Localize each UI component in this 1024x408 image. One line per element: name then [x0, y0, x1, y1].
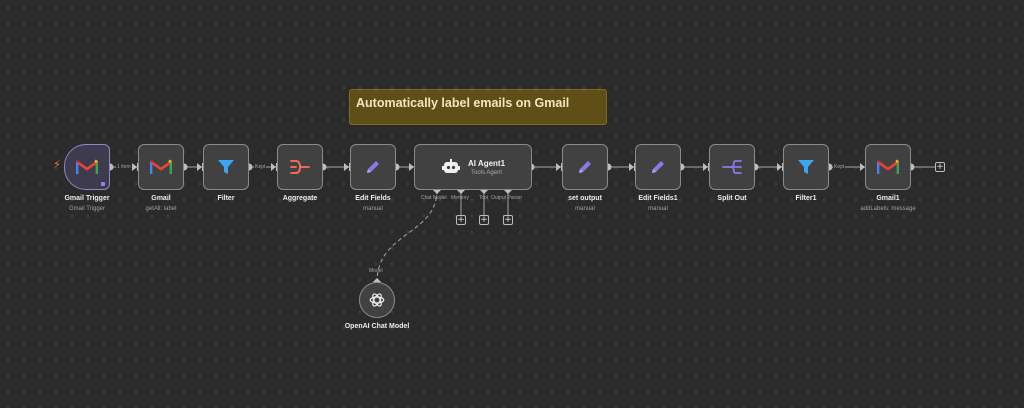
node-split-out-title: Split Out: [717, 195, 747, 202]
filter-icon: [798, 160, 814, 174]
node-gmail-title: Gmail: [151, 195, 171, 202]
connection-model-agent: [376, 189, 438, 283]
aggregate-icon: [290, 160, 310, 174]
node-aggregate-title: Aggregate: [282, 195, 318, 202]
node-edit-fields[interactable]: [350, 144, 396, 190]
node-gmail1-subtitle: addLabels: message: [860, 206, 916, 212]
node-gmail-trigger-title: Gmail Trigger: [64, 195, 110, 202]
port-label-memory: Memory: [451, 195, 470, 201]
sticky-note[interactable]: Automatically label emails on Gmail: [349, 89, 607, 125]
sticky-note-text: Automatically label emails on Gmail: [356, 96, 570, 110]
robot-icon: [442, 158, 460, 173]
node-filter1[interactable]: [783, 144, 829, 190]
gmail-icon: [76, 159, 98, 174]
sub-node-port-label: Model: [369, 268, 383, 274]
connection-label-kept: Kept: [254, 164, 267, 170]
add-memory-button[interactable]: +: [456, 215, 466, 225]
node-gmail-trigger[interactable]: [64, 144, 110, 190]
node-filter[interactable]: [203, 144, 249, 190]
pencil-icon: [579, 161, 591, 173]
gmail-icon: [150, 159, 172, 174]
node-gmail1-title: Gmail1: [876, 195, 900, 202]
pencil-icon: [367, 161, 379, 173]
node-openai-chat-model[interactable]: [359, 282, 395, 318]
port-label-output-parser: Output Parser: [491, 195, 523, 201]
node-gmail-subtitle: getAll: label: [145, 206, 177, 212]
node-filter-title: Filter: [217, 195, 235, 202]
node-edit-fields-title: Edit Fields: [355, 195, 391, 202]
add-output-parser-button[interactable]: +: [503, 215, 513, 225]
port-label-chat-model: Chat Model: [421, 195, 447, 201]
add-tool-button[interactable]: +: [479, 215, 489, 225]
trigger-bolt-icon: ⚡: [53, 159, 61, 171]
node-set-output[interactable]: [562, 144, 608, 190]
node-edit-fields-subtitle: manual: [363, 206, 383, 212]
node-set-output-subtitle: manual: [575, 206, 595, 212]
node-aggregate[interactable]: [277, 144, 323, 190]
node-filter1-title: Filter1: [795, 195, 817, 202]
node-edit-fields1-subtitle: manual: [648, 206, 668, 212]
node-ai-agent-title: AI Agent1: [468, 158, 506, 168]
gmail-icon: [877, 159, 899, 174]
connection-label-items: 1 item: [116, 164, 132, 170]
pencil-icon: [652, 161, 664, 173]
node-set-output-title: set output: [568, 195, 602, 202]
node-ai-agent[interactable]: AI Agent1 Tools Agent: [414, 144, 532, 190]
split-icon: [722, 160, 742, 174]
node-split-out[interactable]: [709, 144, 755, 190]
node-ai-agent-subtitle: Tools Agent: [471, 169, 503, 176]
node-gmail1[interactable]: [865, 144, 911, 190]
node-gmail[interactable]: [138, 144, 184, 190]
connection-label-kept-1: Kept: [833, 164, 846, 170]
add-node-button[interactable]: +: [935, 162, 945, 172]
node-gmail-trigger-subtitle: Gmail Trigger: [68, 206, 105, 212]
openai-icon: [369, 293, 385, 307]
trigger-indicator: [101, 182, 105, 186]
filter-icon: [218, 160, 234, 174]
node-edit-fields1-title: Edit Fields1: [638, 195, 678, 202]
port-label-tool: Tool: [479, 195, 489, 201]
node-openai-chat-model-title: OpenAI Chat Model: [344, 323, 410, 330]
node-edit-fields1[interactable]: [635, 144, 681, 190]
